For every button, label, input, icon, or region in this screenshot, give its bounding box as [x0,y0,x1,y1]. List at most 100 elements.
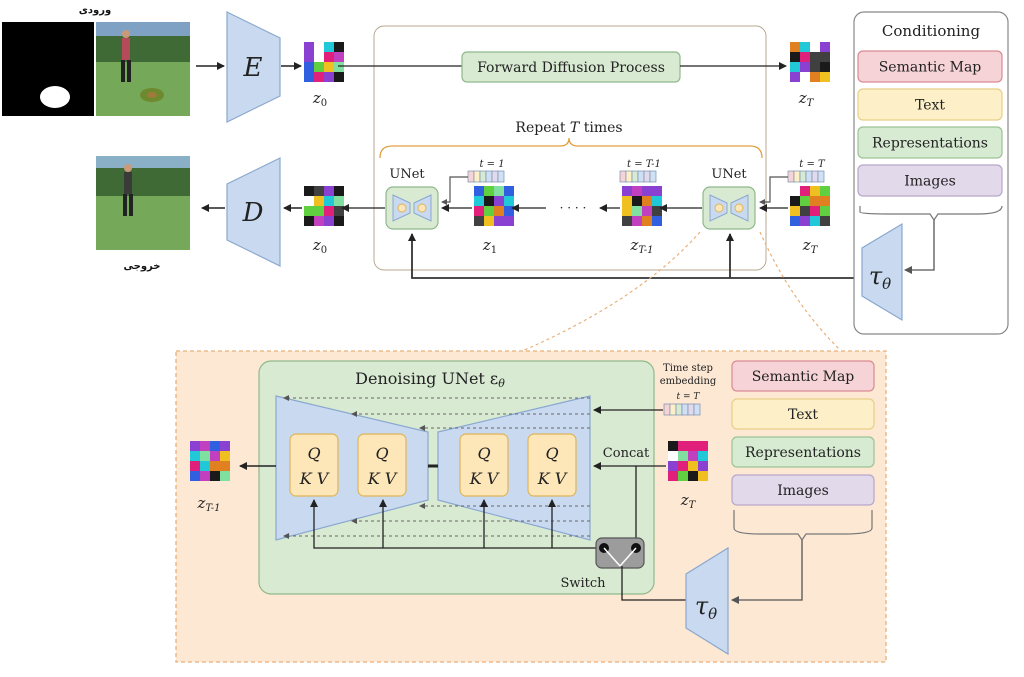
latent-cell [334,72,344,82]
qkv-kv-label: K V [367,469,398,488]
latent-cell [210,471,220,481]
embedding-cell [491,170,499,183]
latent-cell [698,471,708,481]
latent-cell [190,451,200,461]
latent-cell [632,186,642,196]
latent-cell [504,216,514,226]
latent-cell [334,216,344,226]
latent-cell [810,52,820,62]
embedding-cell [693,403,701,416]
latent-cell [622,206,632,216]
latent-cell [688,441,698,451]
conditioning-to-tau [904,220,935,274]
detail-to-tau [731,540,803,604]
timestep-embedding-line1: Time step [663,363,713,374]
latent-cell [698,451,708,461]
input-images: ورودی [2,5,190,116]
latent-cell [668,451,678,461]
conditioning-brace [859,205,1003,222]
switch-label: Switch [560,576,606,591]
latent-cell [668,461,678,471]
conditioning-item: Images [857,164,1003,197]
repeat-brace [379,137,763,159]
embedding-cell [793,170,801,183]
latent-cell [484,206,494,216]
conditioning-item-box [857,126,1003,159]
conditioning-item: Text [857,88,1003,121]
unet-right-attn2 [734,203,744,213]
embedding-cell [649,170,657,183]
latent-cell [810,62,820,72]
encoder-block [226,11,281,123]
latent-cell [494,196,504,206]
qkv-kv-label: K V [299,469,330,488]
latent-cell [474,196,484,206]
latent-cell [210,451,220,461]
latent-cell [334,52,344,62]
latent-cell [220,441,230,451]
output-image [96,156,190,250]
latent-cell [810,196,820,206]
latent-cell [790,206,800,216]
latent-zT1 [622,186,662,226]
unet-left-attn2 [417,203,427,213]
tau-block-top [861,222,903,322]
latent-cell [334,206,344,216]
latent-cell [334,186,344,196]
forward-diffusion-box [461,51,681,83]
latent-cell [304,72,314,82]
latent-cell [820,42,830,52]
latent-cell [334,196,344,206]
latent-zT1-detail-label: zT-1 [196,494,220,514]
latent-cell [652,196,662,206]
latent-zT1-detail [190,441,230,481]
latent-cell [190,441,200,451]
embedding-cell [643,170,651,183]
latent-cell [698,441,708,451]
latent-cell [324,42,334,52]
timestep-embedding-T1 [619,170,657,183]
latent-cell [642,186,652,196]
latent-cell [504,206,514,216]
conditioning-item-box [857,50,1003,83]
latent-cell [790,196,800,206]
latent-cell [314,196,324,206]
timestep-tT1: t = T-1 [627,159,661,170]
timestep-embedding-detail [663,403,701,416]
timestep-embedding-1 [467,170,505,183]
latent-cell [324,186,334,196]
latent-cell [790,186,800,196]
embedding-cell [497,170,505,183]
latent-zT-detail [668,441,708,481]
latent-cell [800,206,810,216]
latent-cell [304,206,314,216]
latent-z0-bottom-label: z0 [312,236,327,256]
latent-cell [622,196,632,206]
embedding-cell [787,170,795,183]
timestep-t1: t = 1 [479,159,504,170]
latent-cell [334,62,344,72]
conditioning-item-box [731,474,875,506]
embedding-cell [625,170,633,183]
conditioning-item: Representations [731,436,875,468]
qkv-q-label: Q [477,444,490,463]
latent-cell [790,42,800,52]
latent-cell [642,216,652,226]
latent-cell [688,451,698,461]
latent-cell [220,471,230,481]
latent-cell [820,186,830,196]
latent-cell [622,186,632,196]
decoder-block [226,157,281,267]
qkv-kv-label: K V [537,469,568,488]
tau-to-switch [621,566,686,601]
qkv-attention-block: QK V [289,433,339,497]
emb-1-connector [441,176,468,205]
embedding-cell [675,403,683,416]
golf-photo-input [96,22,190,116]
qkv-feed-arrows [310,499,608,549]
latent-cell [200,461,210,471]
latent-cell [668,441,678,451]
tau-detail-symbol: τθ [695,592,717,623]
latent-cell [820,62,830,72]
latent-cell [790,72,800,82]
